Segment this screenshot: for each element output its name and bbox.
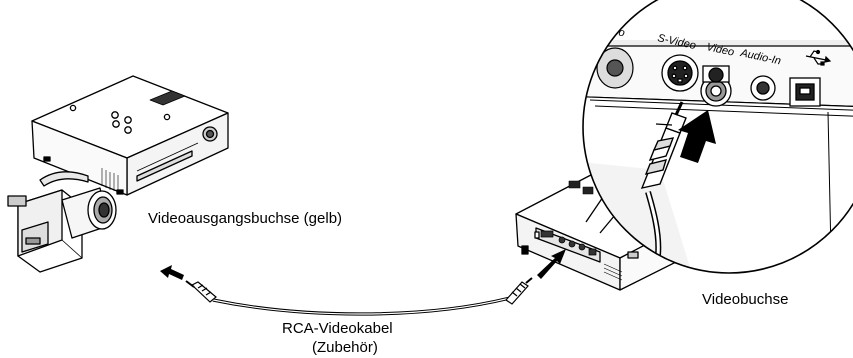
vcr-device xyxy=(31,75,229,196)
rca-plug-left xyxy=(185,280,217,303)
usb-icon xyxy=(805,49,832,66)
rca-plug-right xyxy=(505,277,533,305)
cable-label-line1: RCA-Videokabel xyxy=(282,320,393,337)
rca-cable xyxy=(212,296,511,316)
camcorder-device xyxy=(7,171,117,273)
video-output-jack-label: Videoausgangsbuchse (gelb) xyxy=(148,210,343,227)
arrow-up xyxy=(678,110,716,163)
cable-label-line2: (Zubehör) xyxy=(312,339,378,356)
arrow-into-projector xyxy=(537,249,566,279)
video-input-jack-label: Videobuchse xyxy=(702,291,789,308)
arrow-left xyxy=(160,265,184,280)
zoom-label-video: Video xyxy=(705,41,735,59)
rca-plug-zoom xyxy=(640,101,687,256)
